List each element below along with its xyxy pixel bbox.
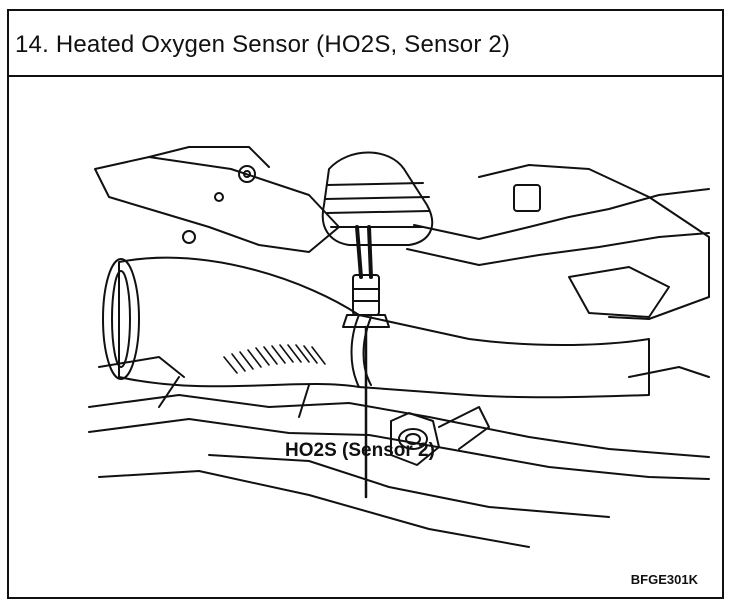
bolt-top-left (238, 165, 256, 183)
drive-shaft (413, 188, 710, 240)
figure-frame: 14. Heated Oxygen Sensor (HO2S, Sensor 2… (7, 9, 724, 599)
transmission-housing-right (478, 164, 710, 320)
sensor-nut (342, 314, 390, 328)
pipe-end-cap (102, 258, 140, 380)
exhaust-assembly-drawing (88, 146, 710, 548)
title-bar: 14. Heated Oxygen Sensor (HO2S, Sensor 2… (9, 11, 722, 77)
bolt-left-small (214, 192, 224, 202)
bolt-left-mid (182, 230, 196, 244)
subframe (88, 394, 710, 458)
exhaust-pipe (118, 256, 650, 399)
sensor-harness (355, 225, 363, 279)
sensor-callout-label: HO2S (Sensor 2) (285, 440, 435, 461)
heat-shield-fins (223, 344, 326, 374)
oxygen-sensor-body (352, 274, 380, 316)
engine-housing-left (94, 156, 340, 253)
engine-illustration (9, 77, 722, 597)
figure-code: BFGE301K (630, 572, 698, 587)
mount-bracket (390, 412, 440, 466)
bracket-right (513, 184, 541, 212)
page-title: 14. Heated Oxygen Sensor (HO2S, Sensor 2… (15, 31, 511, 58)
